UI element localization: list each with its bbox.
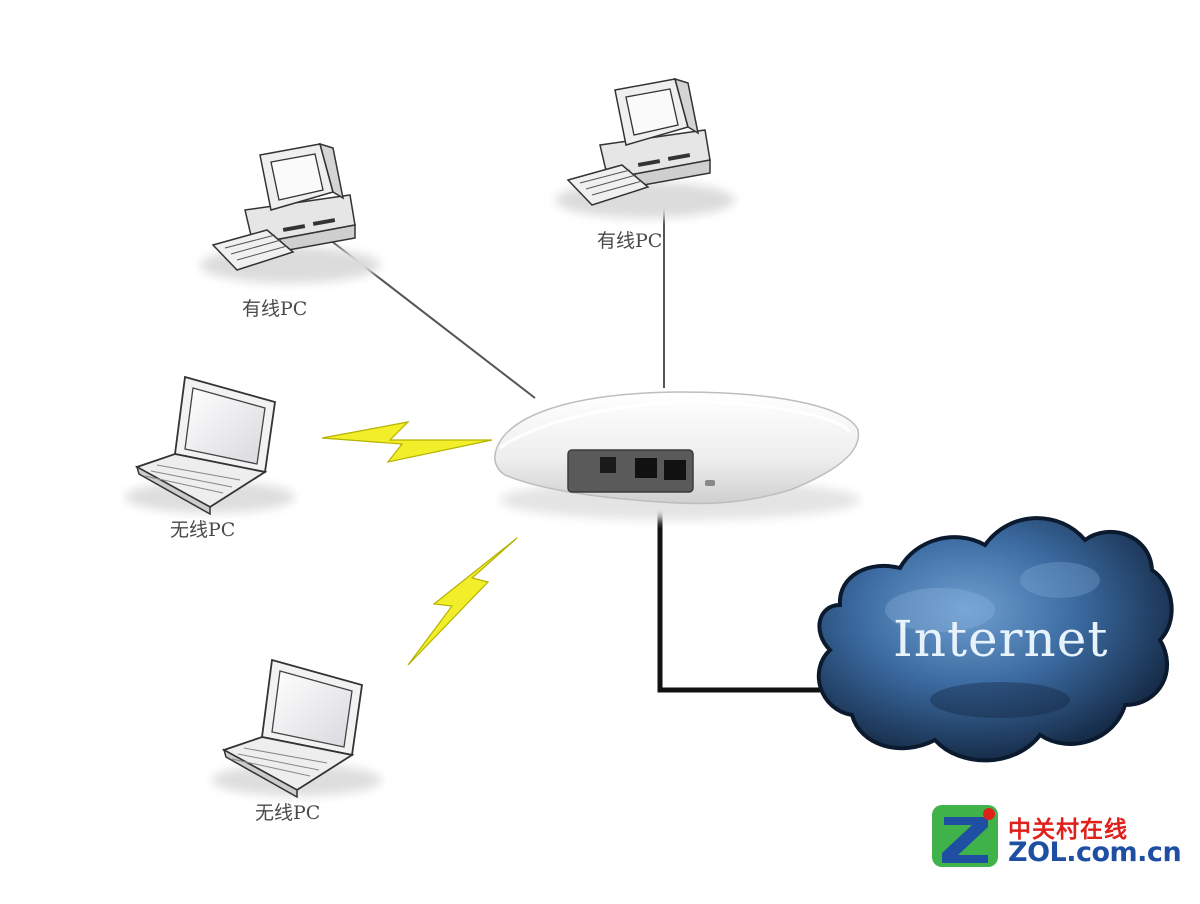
wired-pc-top-icon bbox=[555, 77, 735, 218]
wired-pc-top-label: 有线PC bbox=[597, 230, 663, 252]
internet-label: Internet bbox=[893, 610, 1108, 668]
watermark-text-cn: 中关村在线 bbox=[1008, 817, 1128, 843]
wireless-pc-lower-label: 无线PC bbox=[255, 802, 321, 824]
internet-cloud-icon: Internet bbox=[816, 516, 1174, 763]
access-point-device bbox=[494, 391, 860, 520]
wireless-bolt-lower bbox=[407, 537, 518, 666]
wireless-pc-upper-label: 无线PC bbox=[170, 519, 236, 541]
wired-pc-left-icon bbox=[200, 142, 380, 283]
watermark-text-en: ZOL.com.cn bbox=[1008, 837, 1182, 868]
wireless-laptop-lower-icon bbox=[212, 658, 382, 799]
wireless-laptop-upper-icon bbox=[125, 375, 295, 516]
link-wan bbox=[657, 505, 830, 693]
wired-pc-left-label: 有线PC bbox=[242, 298, 308, 320]
zol-logo-icon bbox=[932, 805, 998, 867]
wireless-bolt-upper bbox=[321, 421, 493, 463]
